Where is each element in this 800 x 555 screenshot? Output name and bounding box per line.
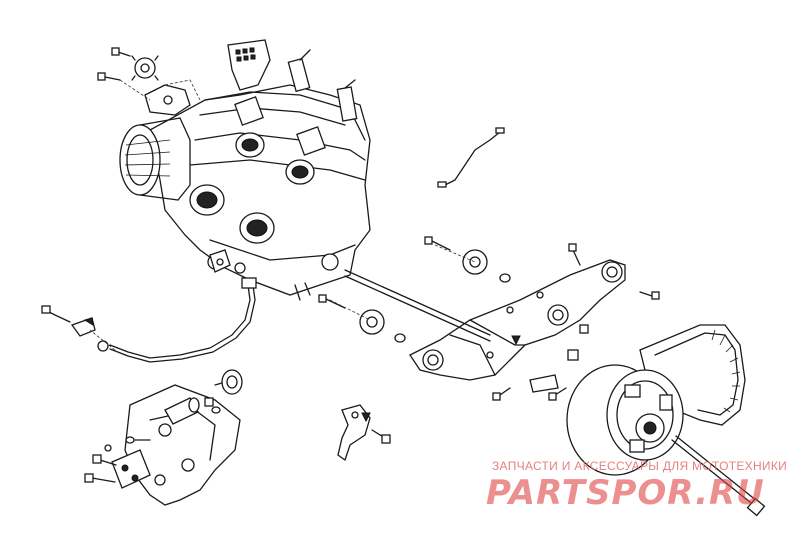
- idler-sprocket-1: [462, 249, 488, 275]
- cable-guide: [209, 249, 231, 273]
- spacer-plate: [567, 324, 589, 361]
- drive-clutch: [566, 364, 684, 476]
- sensor-wire: [437, 127, 505, 188]
- bolt-top-1: [111, 47, 131, 57]
- drive-mounting-plate: [409, 259, 626, 381]
- bolt-bracket: [371, 429, 391, 444]
- mount-bracket-top: [144, 84, 191, 116]
- bolt-plate-4: [639, 291, 660, 300]
- washer-1: [499, 273, 511, 283]
- spark-plug-caps: [234, 49, 358, 156]
- bolt-top-2: [97, 72, 121, 81]
- mount-block: [111, 449, 151, 489]
- clutch-bolt: [671, 435, 766, 517]
- oil-cap-grid: [227, 39, 271, 91]
- watermark-logo: PARTSPOR.RU: [486, 473, 765, 512]
- flywheel-cover: [119, 117, 191, 201]
- spacer-sleeve: [164, 397, 200, 425]
- idler-sprocket-2: [359, 309, 385, 335]
- mount-bolts: [84, 436, 135, 483]
- svg-text:PARTSPOR.RU: PARTSPOR.RU: [486, 473, 765, 512]
- bolt-plate-1: [424, 236, 451, 251]
- bolt-plate-5: [492, 387, 567, 401]
- engine-block: [119, 49, 371, 301]
- bracket-link: [529, 374, 559, 393]
- intake-ports: [189, 132, 315, 244]
- cable-end: [41, 305, 71, 323]
- line-fitting: [70, 317, 109, 352]
- watermark-tagline: ЗАПЧАСТИ И АКСЕССУАРЫ ДЛЯ МОТОТЕХНИКИ: [492, 459, 788, 473]
- bolt-plate-2: [318, 294, 346, 309]
- rubber-mount: [204, 369, 243, 414]
- oil-line: [109, 277, 257, 363]
- small-bracket: [337, 404, 371, 462]
- washer-2: [394, 333, 406, 343]
- pump-gear: [131, 55, 159, 81]
- bolt-plate-3: [568, 243, 581, 266]
